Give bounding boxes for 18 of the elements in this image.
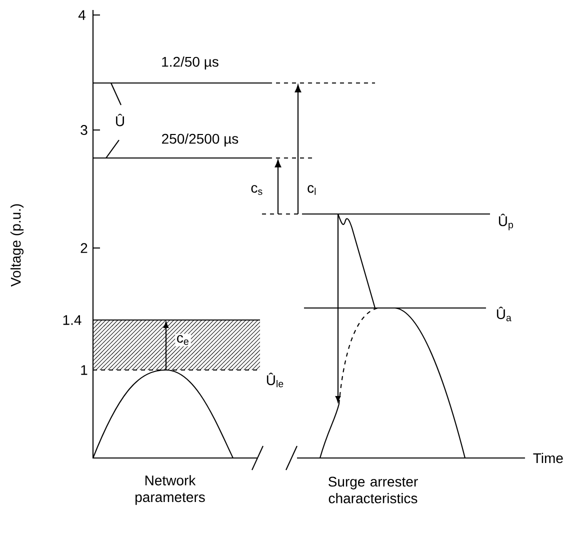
symbol-label: c$_{l}$ — [308, 185, 316, 195]
axis-title: Time — [533, 452, 563, 464]
curve-label: 1.2/50 µs — [162, 56, 218, 70]
tick-label: 4 — [78, 10, 86, 20]
symbol-label: Û — [116, 114, 124, 126]
symbol-label: c$_{s}$ — [251, 185, 262, 195]
axis-title: Voltage (p.u.) — [10, 204, 24, 287]
tick-label: 3 — [80, 125, 88, 135]
caption-text: Network parameters — [136, 475, 205, 505]
symbol-label: Û$_{p}$ — [498, 214, 514, 230]
caption-text: Surge arrester characteristics — [328, 476, 418, 504]
symbol-label: Û$_{a}$ — [496, 306, 512, 322]
tick-label: 1 — [81, 365, 88, 375]
symbol-label: Û$_{le}$ — [266, 372, 284, 388]
tick-label: 1.4 — [63, 315, 82, 325]
symbol-label: c$_{e}$ — [175, 334, 191, 346]
curve-label: 250/2500 µs — [162, 133, 238, 147]
tick-label: 2 — [80, 243, 88, 253]
